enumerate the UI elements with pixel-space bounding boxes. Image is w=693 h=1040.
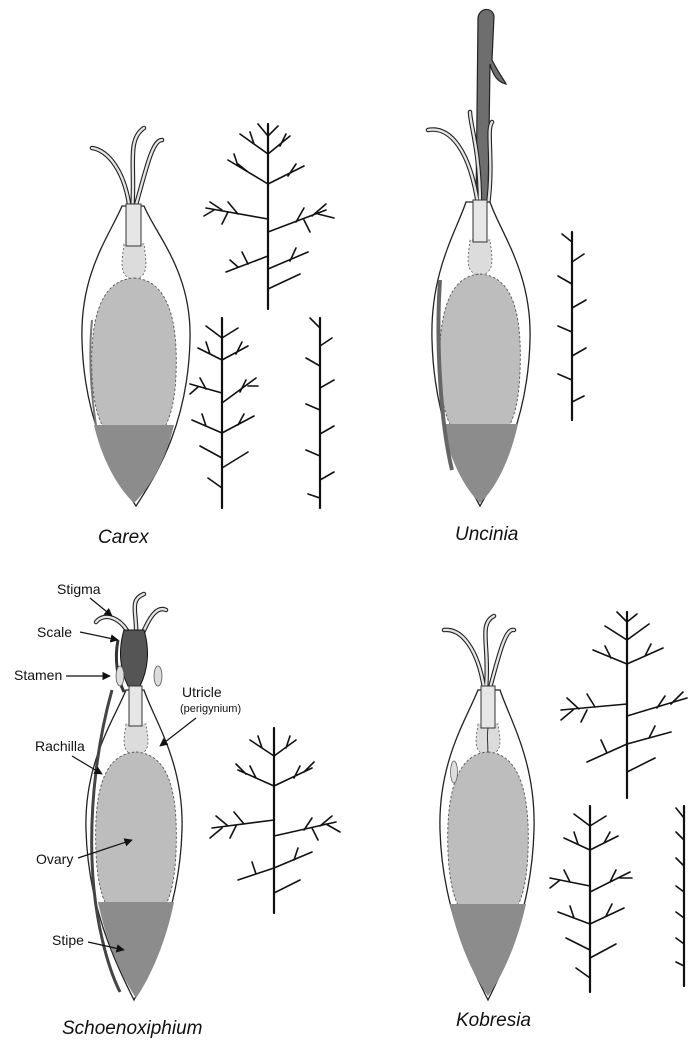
label-perigynium: (perigynium) bbox=[180, 703, 241, 715]
label-ovary: Ovary bbox=[36, 851, 73, 867]
genus-label-schoenoxiphium: Schoenoxiphium bbox=[62, 1018, 202, 1039]
callout-scale: Scale bbox=[37, 624, 118, 640]
label-stamen: Stamen bbox=[14, 667, 62, 683]
carex-inflorescence-medium bbox=[190, 318, 258, 508]
callout-stigma: Stigma bbox=[57, 581, 112, 616]
callout-rachilla: Rachilla bbox=[35, 738, 102, 774]
carex-fruit bbox=[82, 128, 190, 506]
label-utricle: Utricle bbox=[182, 684, 222, 700]
schoenoxiphium-fruit bbox=[86, 594, 182, 1000]
label-stigma: Stigma bbox=[57, 581, 101, 597]
callout-stamen: Stamen bbox=[14, 667, 110, 683]
label-rachilla: Rachilla bbox=[35, 738, 85, 754]
schoenoxiphium-inflorescence bbox=[210, 728, 340, 913]
carex-inflorescence-large bbox=[204, 124, 334, 309]
kobresia-fruit bbox=[440, 616, 534, 1000]
genus-label-carex: Carex bbox=[98, 527, 150, 548]
label-scale: Scale bbox=[37, 624, 72, 640]
uncinia-fruit bbox=[428, 9, 530, 506]
callout-utricle: Utricle (perigynium) bbox=[160, 684, 241, 746]
label-stipe: Stipe bbox=[52, 932, 84, 948]
kobresia-inflorescence-medium bbox=[550, 806, 632, 992]
kobresia-inflorescence-large bbox=[561, 612, 687, 798]
genus-label-kobresia: Kobresia bbox=[456, 1010, 531, 1031]
carex-inflorescence-simple bbox=[306, 318, 334, 508]
genus-label-uncinia: Uncinia bbox=[455, 524, 518, 545]
kobresia-inflorescence-simple bbox=[676, 806, 684, 986]
uncinia-inflorescence bbox=[558, 232, 586, 420]
